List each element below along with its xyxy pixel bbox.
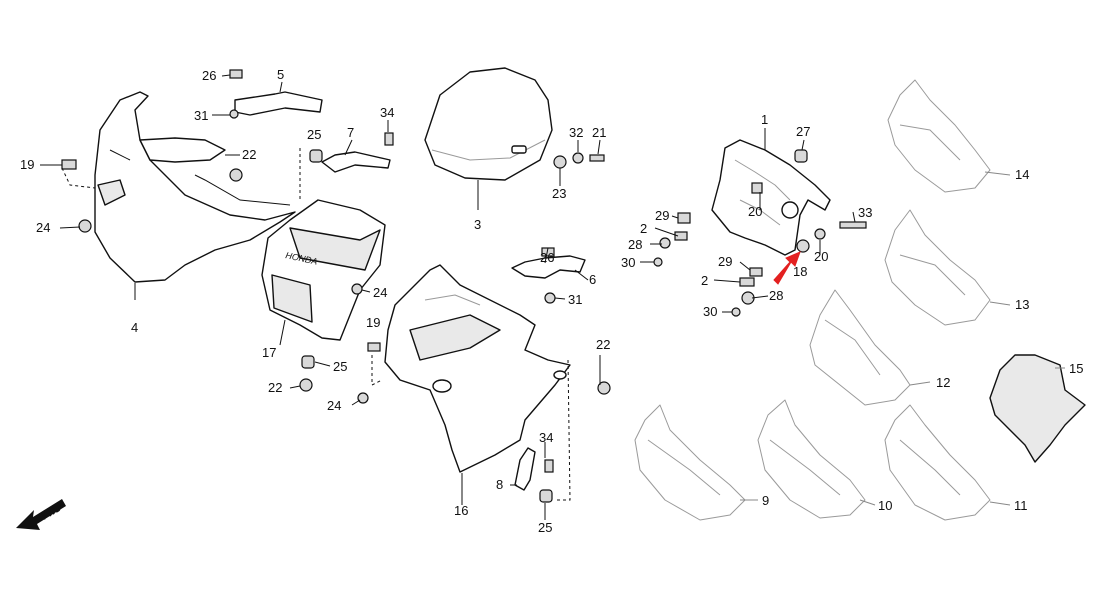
callout-14: 14: [1015, 167, 1029, 182]
callout-16: 16: [454, 503, 468, 518]
part-17-centre-cowl[interactable]: HONDA: [261, 199, 386, 341]
callout-15: 15: [1069, 361, 1083, 376]
callout-19b: 19: [366, 315, 380, 330]
callout-11: 11: [1014, 498, 1028, 513]
callout-13: 13: [1015, 297, 1029, 312]
callout-12: 12: [936, 375, 950, 390]
part-10-panel[interactable]: [757, 399, 866, 519]
red-arrow: [773, 251, 801, 285]
callout-3: 3: [474, 217, 481, 232]
callout-22b: 22: [268, 380, 282, 395]
callout-17: 17: [262, 345, 276, 360]
part-7-stay[interactable]: [321, 151, 391, 173]
part-6-bracket[interactable]: [511, 255, 586, 279]
callout-28b: 28: [769, 288, 783, 303]
callout-8: 8: [496, 477, 503, 492]
callout-2: 2: [640, 221, 647, 236]
callout-29: 29: [655, 208, 669, 223]
part-15-panel[interactable]: [989, 354, 1086, 463]
callout-20b: 20: [814, 249, 828, 264]
part-9-panel[interactable]: [634, 404, 746, 521]
part-1-fairing-stay[interactable]: [711, 139, 831, 256]
callout-34b: 34: [539, 430, 553, 445]
callout-10: 10: [878, 498, 892, 513]
callout-32: 32: [569, 125, 583, 140]
callout-29b: 29: [718, 254, 732, 269]
callout-22: 22: [242, 147, 256, 162]
callout-25: 25: [307, 127, 321, 142]
callout-30: 30: [621, 255, 635, 270]
callout-19: 19: [20, 157, 34, 172]
callout-7: 7: [347, 125, 354, 140]
callout-24b: 24: [373, 285, 387, 300]
callout-25c: 25: [538, 520, 552, 535]
callout-6: 6: [589, 272, 596, 287]
callout-24c: 24: [327, 398, 341, 413]
callout-25b: 25: [333, 359, 347, 374]
fwd-arrow: FWD: [16, 499, 66, 530]
fasteners: [61, 69, 867, 503]
callout-9: 9: [762, 493, 769, 508]
callout-23: 23: [552, 186, 566, 201]
part-14-panel[interactable]: [887, 79, 991, 193]
leader-lines: [40, 74, 1065, 520]
callout-21: 21: [592, 125, 606, 140]
callout-34: 34: [380, 105, 394, 120]
callout-33: 33: [858, 205, 872, 220]
callout-4: 4: [131, 320, 138, 335]
part-3-windscreen[interactable]: [424, 67, 553, 181]
part-11-panel[interactable]: [884, 404, 991, 521]
callout-labels: 26 5 31 19 24 4 22 25 7 34 3 32 21 23 26…: [20, 67, 1083, 535]
callout-24: 24: [36, 220, 50, 235]
panel-decal-lines: [647, 124, 966, 496]
callout-1: 1: [761, 112, 768, 127]
part-16-lower-cowl[interactable]: [384, 264, 571, 473]
callout-5: 5: [277, 67, 284, 82]
callout-31: 31: [194, 108, 208, 123]
callout-2b: 2: [701, 273, 708, 288]
callout-27: 27: [796, 124, 810, 139]
callout-22c: 22: [596, 337, 610, 352]
callout-20: 20: [748, 204, 762, 219]
callout-31b: 31: [568, 292, 582, 307]
callout-26b: 26: [540, 250, 554, 265]
part-5-stay[interactable]: [234, 91, 323, 116]
callout-28: 28: [628, 237, 642, 252]
callout-30b: 30: [703, 304, 717, 319]
callout-26: 26: [202, 68, 216, 83]
part-4-left-upper-cowl[interactable]: [94, 91, 296, 283]
part-8-stay[interactable]: [514, 447, 536, 491]
callout-18: 18: [793, 264, 807, 279]
